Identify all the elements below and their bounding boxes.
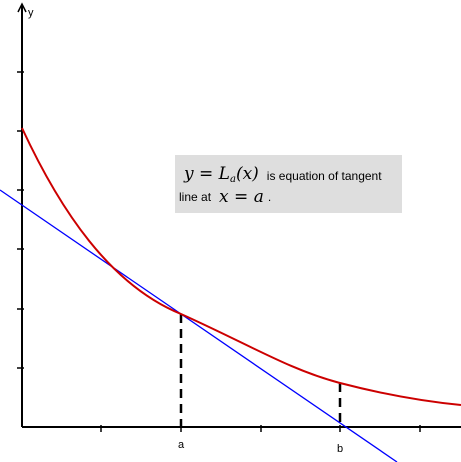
x-tick-label-b: b <box>337 443 343 455</box>
tangent-line <box>0 189 398 462</box>
x-tick-label-a: a <box>178 439 185 451</box>
eq-fn: L <box>218 164 230 184</box>
x-equals-a: x = a <box>219 187 264 207</box>
annotation-text-1: is equation of tangent <box>266 169 382 183</box>
eq-arg: (x) <box>235 164 259 184</box>
annotation-box: y = La(x) is equation of tangent line at… <box>175 155 402 213</box>
x-val: a <box>253 187 264 207</box>
equation: y = La(x) <box>184 164 259 185</box>
x-var: x <box>219 187 229 207</box>
annotation-line-2: line at x = a . <box>179 185 402 209</box>
annotation-text-2: line at <box>179 190 212 204</box>
period: . <box>267 190 272 204</box>
y-axis-arrow-icon <box>17 2 27 13</box>
function-curve <box>21 127 461 406</box>
y-axis-label: y <box>28 7 34 19</box>
annotation-line-1: y = La(x) is equation of tangent <box>179 159 402 185</box>
eq-lhs: y <box>184 164 194 184</box>
y-axis-ticks <box>17 71 24 369</box>
x-equals: = <box>228 187 254 207</box>
eq-sub: a <box>229 174 236 185</box>
eq-equals: = <box>193 164 219 184</box>
